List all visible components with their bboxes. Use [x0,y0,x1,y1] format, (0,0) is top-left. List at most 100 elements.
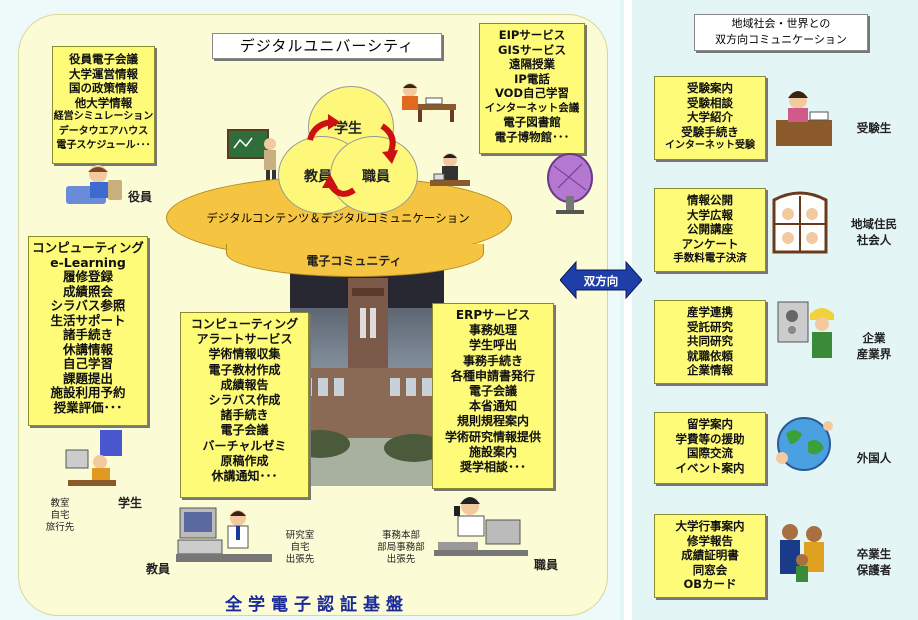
faculty-item: アラートサービス [196,332,293,347]
student-computer-icon [64,428,126,490]
faculty-label: 教員 [146,562,171,576]
residents-item: 大学広報 [687,207,733,222]
applicant-studying-icon [770,80,834,150]
graduates-item: OBカード [683,577,737,591]
applicants-item: インターネット受験 [665,140,755,151]
executives-item: 大学運営情報 [69,66,138,81]
faculty-item: 原稿作成 [220,453,269,468]
erp-item: 奨学相談･･･ [459,460,526,475]
erp-item: 電子会議 [468,384,517,399]
industry-label-line: 産業界 [856,347,892,361]
teacher-blackboard-icon [226,128,282,188]
staff-location: 出張先 [386,554,416,565]
student-desk-icon [394,76,460,124]
staff-phone-icon [434,492,530,560]
eip-item: 遠隔授業 [509,57,555,71]
industry-item: 共同研究 [687,334,733,348]
residents-item: アンケート [681,236,739,251]
executives-label: 役員 [128,190,153,204]
bidirectional-arrow [560,260,642,300]
erp-item: ERPサービス [455,308,531,322]
erp-item: 学術研究情報提供 [444,429,541,444]
eip-item: GISサービス [498,42,566,57]
faculty-item: バーチャルゼミ [202,438,287,453]
faculty-location: 出張先 [285,554,315,565]
student-item: 成績照会 [62,283,113,299]
erp-item: 事務手続き [462,353,523,368]
eip-item: VOD自己学習 [494,86,570,100]
faculty-item: 学術情報収集 [208,347,281,362]
foreigners-item: イベント案内 [675,460,745,475]
graduates-item: 同窓会 [692,562,728,577]
foreigners-item: 国際交流 [687,446,733,460]
erp-item: 事務処理 [468,323,517,338]
industry-info-box: 産学連携 受託研究 共同研究 就職依頼 企業情報 [654,300,766,384]
student-item: e-Learning [50,254,126,270]
executives-services-box: 役員電子会議 大学運営情報 国の政策情報 他大学情報 経営シミュレーション デー… [52,46,155,164]
erp-services-box: ERPサービス 事務処理 学生呼出 事務手続き 各種申請書発行 電子会議 本省通… [432,303,554,489]
applicants-label: 受験生 [856,121,892,135]
industry-worker-icon [776,298,838,364]
erp-item: 規則規程案内 [456,414,529,429]
residents-label-line: 地域住民 [851,217,897,231]
campus-building-photo [290,248,444,486]
residents-item: 情報公開 [687,193,733,207]
student-circle-label: 学生 [334,121,362,137]
student-item: 履修登録 [62,269,113,284]
student-item: 自己学習 [62,356,113,371]
eip-services-box: EIPサービス GISサービス 遠隔授業 IP電話 VOD自己学習 インターネッ… [479,23,585,154]
faculty-services-box: コンピューティング アラートサービス 学術情報収集 電子教材作成 成績報告 シラ… [180,312,309,498]
faculty-location: 自宅 [290,542,310,553]
faculty-item: コンピューティング [190,317,299,331]
faculty-item: 諸手続き [220,408,269,423]
right-title-line: 地域社会・世界との [731,17,831,30]
student-item: 課題提出 [62,370,113,386]
executives-item: 電子スケジュール･･･ [56,140,151,151]
digital-university-title: デジタルユニバーシティ [212,33,442,59]
faculty-locations: 研究室 自宅 出張先 [276,530,324,566]
residents-label-line: 社会人 [856,233,892,247]
graduates-item: 成績証明書 [681,548,739,562]
residents-item: 公開講座 [687,222,733,236]
industry-item: 就職依頼 [687,348,733,363]
student-item: 施設利用予約 [50,385,126,400]
eip-item: インターネット会議 [484,101,580,114]
student-location: 旅行先 [45,522,75,533]
executives-item: 国の政策情報 [69,81,138,95]
staff-label: 職員 [534,558,559,572]
industry-item: 企業情報 [687,363,733,377]
foreigners-label: 外国人 [856,451,892,465]
faculty-location: 研究室 [285,530,315,541]
student-locations: 教室 自宅 旅行先 [38,498,82,534]
student-location: 教室 [50,498,70,509]
student-item: 諸手続き [62,327,113,342]
student-services-box: コンピューティング e-Learning 履修登録 成績照会 シラバス参照 生活… [28,236,148,426]
faculty-item: 休講通知･･･ [211,469,278,484]
faculty-circle-label: 教員 [304,169,332,185]
erp-item: 学生呼出 [468,338,517,353]
student-item: 生活サポート [50,312,126,328]
executives-item: データウエアハウス [58,125,149,137]
applicants-item: 受験手続き [681,124,739,139]
bidirectional-label: 双方向 [583,274,619,288]
executives-item: 経営シミュレーション [53,111,154,122]
executives-item: 他大学情報 [74,95,133,110]
graduates-item: 大学行事案内 [675,519,745,533]
graduates-info-box: 大学行事案内 修学報告 成績証明書 同窓会 OBカード [654,514,766,598]
staff-locations: 事務本部 部局事務部 出張先 [368,530,434,566]
globe-icon [772,414,836,474]
staff-location: 部局事務部 [377,542,425,553]
student-item: コンピューティング [32,240,144,255]
erp-item: 各種申請書発行 [450,368,535,383]
graduates-item: 修学報告 [687,533,733,548]
graduates-family-icon [772,520,832,586]
faculty-item: シラバス作成 [208,393,281,408]
erp-item: 施設案内 [468,444,517,459]
graduates-label-line: 保護者 [856,563,892,577]
executives-item: 役員電子会議 [69,52,138,66]
residents-window-icon [772,190,828,254]
right-title-line: 双方向コミュニケーション [715,33,847,46]
industry-item: 受託研究 [687,319,733,334]
panel-divider [624,0,632,620]
industry-item: 産学連携 [687,305,733,319]
